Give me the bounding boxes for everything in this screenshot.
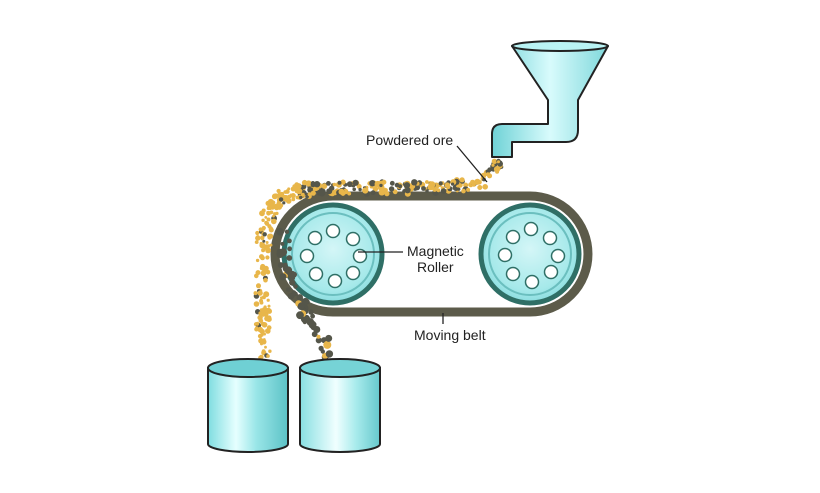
hopper-rim: [511, 40, 609, 52]
right-roller: [478, 202, 582, 306]
moving-belt-label: Moving belt: [414, 327, 486, 343]
conveyor: [270, 191, 593, 317]
ore-particles: [253, 158, 504, 371]
powdered-ore-label: Powdered ore: [366, 132, 453, 148]
hopper: [491, 40, 609, 158]
magnetic-bin: [299, 358, 381, 453]
powdered-ore-leader: [456, 145, 488, 183]
hopper-cone: [491, 45, 609, 158]
nonmagnetic-bin: [207, 358, 289, 453]
magnetic-roller-label-line1: Magnetic: [407, 243, 464, 259]
magnetic-roller: [281, 202, 385, 306]
magnetic-roller-label-line2: Roller: [417, 259, 454, 275]
